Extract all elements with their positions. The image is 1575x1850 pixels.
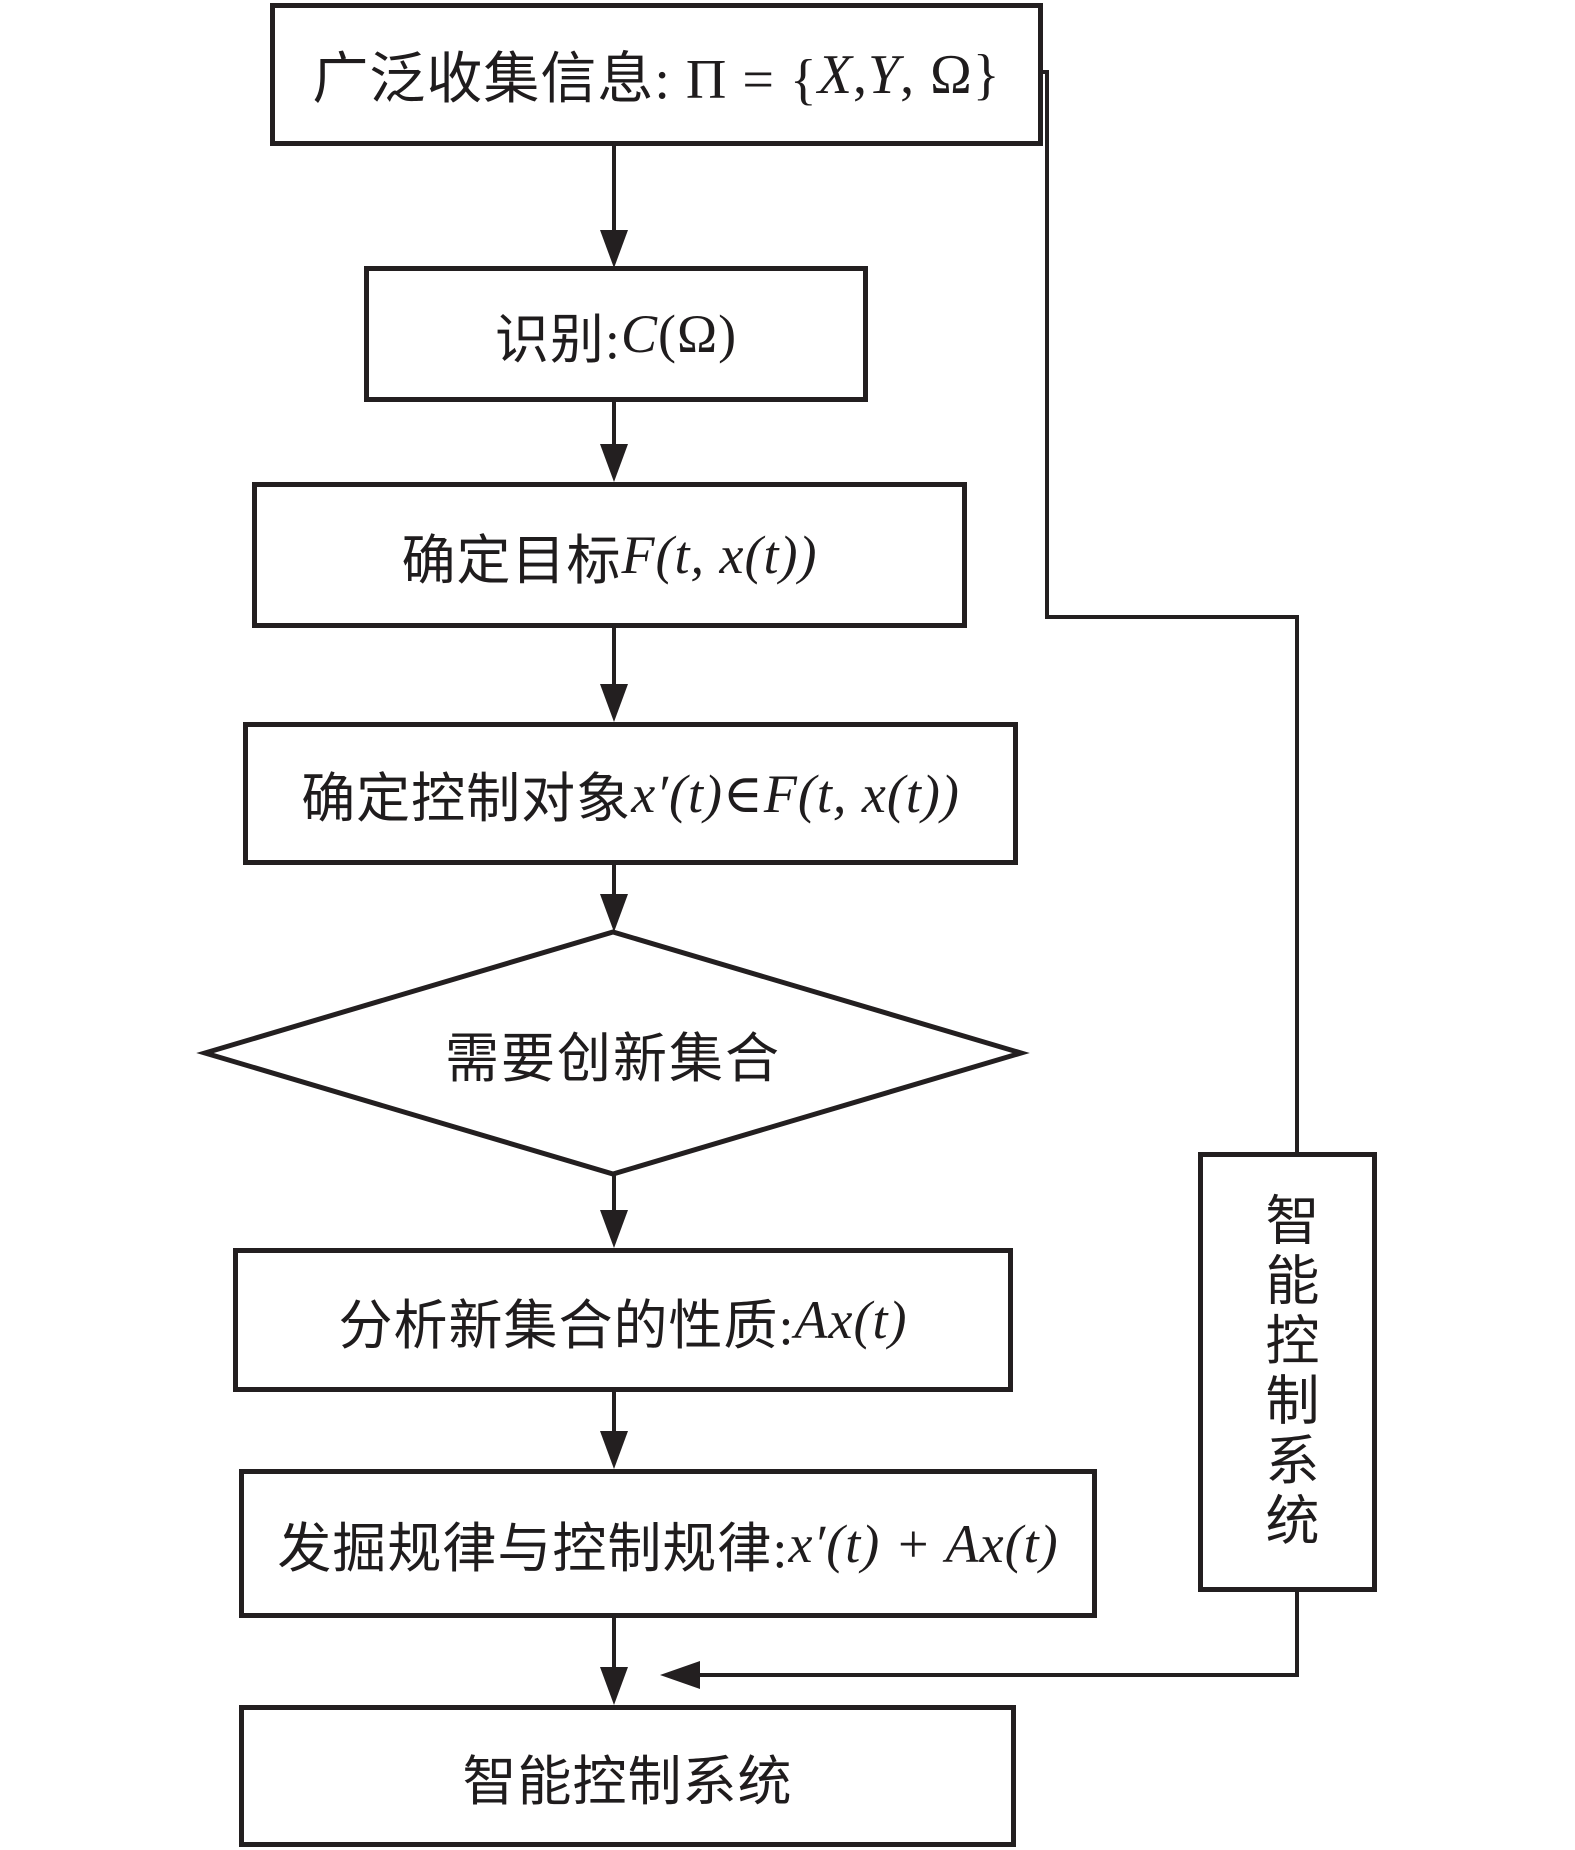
arrowhead-down-icon xyxy=(600,1431,628,1469)
connector-side-box-to-junction xyxy=(700,1592,1299,1677)
node-intelligent-control-system-side: 智能控制系统 xyxy=(1198,1152,1377,1592)
arrowhead-down-icon xyxy=(600,230,628,268)
arrowhead-down-icon xyxy=(600,1667,628,1705)
arrowhead-down-icon xyxy=(600,1210,628,1248)
node-analyze-new-set: 分析新集合的性质: Ax(t) xyxy=(233,1248,1013,1392)
decision-diamond-shape xyxy=(196,929,1030,1177)
connector-collect-to-side-box xyxy=(1043,70,1299,1152)
arrowhead-down-icon xyxy=(600,894,628,932)
arrowhead-down-icon xyxy=(600,684,628,722)
node-recognition: 识别: C(Ω) xyxy=(364,266,868,402)
node-intelligent-control-system: 智能控制系统 xyxy=(239,1705,1016,1847)
node-discover-rules: 发掘规律与控制规律: x′(t) + Ax(t) xyxy=(239,1469,1097,1618)
node-collect-information: 广泛收集信息: Π = {X, Y, Ω} xyxy=(270,3,1043,146)
arrowhead-left-icon xyxy=(660,1661,700,1689)
node-decision-need-new-set: 需要创新集合 xyxy=(445,1028,781,1089)
arrowhead-down-icon xyxy=(600,444,628,482)
